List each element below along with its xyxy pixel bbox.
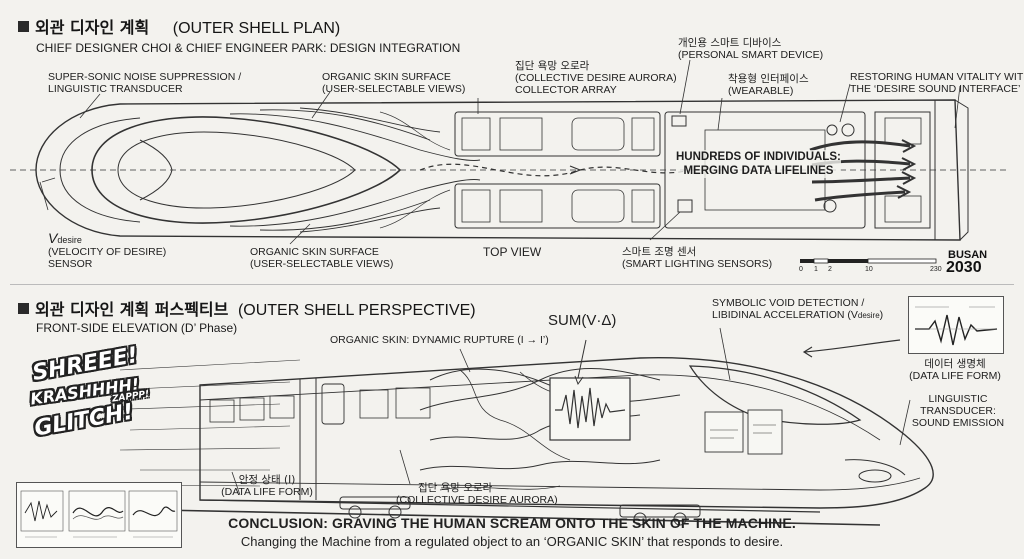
conclusion-subline: Changing the Machine from a regulated ob… xyxy=(240,534,784,549)
label-noise-suppression: SUPER-SONIC NOISE SUPPRESSION / LINGUIST… xyxy=(48,71,242,95)
section-divider xyxy=(10,284,1014,285)
bullet-square-icon xyxy=(18,303,29,314)
monitor-panel xyxy=(16,482,182,548)
brand-busan: BUSAN xyxy=(948,249,988,261)
scale-tick-10: 10 xyxy=(865,266,873,273)
label-symbolic-void: SYMBOLIC VOID DETECTION / LIBIDINAL ACCE… xyxy=(712,297,884,321)
brand-2030: 2030 xyxy=(946,259,982,276)
label-skin-top: ORGANIC SKIN SURFACE (USER-SELECTABLE VI… xyxy=(322,71,466,95)
label-restoring-vitality: RESTORING HUMAN VITALITY WITH THE ‘DESIR… xyxy=(850,71,1024,95)
perspective-title-ko: 외관 디자인 계획 퍼스펙티브 xyxy=(35,300,229,319)
scale-tick-0: 0 xyxy=(799,266,803,273)
conclusion-heading: CONCLUSION: GRAVING THE HUMAN SCREAM ONT… xyxy=(228,515,796,531)
data-life-form-panel xyxy=(908,296,1004,354)
perspective-title: 외관 디자인 계획 퍼스펙티브 (OUTER SHELL PERSPECTIVE… xyxy=(18,296,476,320)
plan-title: 외관 디자인 계획 (OUTER SHELL PLAN) xyxy=(18,14,340,38)
label-data-life-form: 데이터 생명체 (DATA LIFE FORM) xyxy=(909,358,1001,382)
scale-tick-1: 1 xyxy=(814,266,818,273)
monitor-charts-icon xyxy=(20,490,178,538)
label-aurora-collector: 집단 욕망 오로라 (COLLECTIVE DESIRE AURORA) COL… xyxy=(515,60,677,96)
bullet-square-icon xyxy=(18,21,29,32)
label-top-view: TOP VIEW xyxy=(483,245,542,259)
perspective-subtitle: FRONT-SIDE ELEVATION (D’ Phase) xyxy=(36,321,238,335)
label-linguistic-transducer: LINGUISTIC TRANSDUCER: SOUND EMISSION xyxy=(911,393,1005,429)
plan-subtitle: CHIEF DESIGNER CHOI & CHIEF ENGINEER PAR… xyxy=(36,41,461,55)
label-stable-state: 안정 상태 (I) (DATA LIFE FORM) xyxy=(221,474,313,498)
label-hundreds-individuals: HUNDREDS OF INDIVIDUALS: MERGING DATA LI… xyxy=(676,150,841,178)
plan-title-ko: 외관 디자인 계획 xyxy=(35,18,150,37)
label-sum-v-delta: SUM(V·Δ) xyxy=(548,312,617,329)
perspective-title-en: (OUTER SHELL PERSPECTIVE) xyxy=(237,302,476,319)
waveform-icon xyxy=(915,306,998,346)
label-skin-bottom: ORGANIC SKIN SURFACE (USER-SELECTABLE VI… xyxy=(250,246,394,270)
perspective-train-drawing xyxy=(99,327,934,526)
label-smart-device: 개인용 스마트 디바이스 (PERSONAL SMART DEVICE) xyxy=(678,37,824,61)
scale-tick-2: 2 xyxy=(828,266,832,273)
v-desire-symbol: Vdesire xyxy=(48,230,82,246)
label-smart-lighting: 스마트 조명 센서 (SMART LIGHTING SENSORS) xyxy=(622,246,773,270)
label-wearable: 착용형 인터페이스 (WEARABLE) xyxy=(728,73,809,97)
label-dynamic-rupture: ORGANIC SKIN: DYNAMIC RUPTURE (I → I’) xyxy=(330,334,549,346)
top-view-train-drawing xyxy=(10,59,1010,245)
label-v-desire-sensor: Vdesire (VELOCITY OF DESIRE) SENSOR xyxy=(48,230,167,270)
label-collective-aurora: 집단 욕망 오로라 (COLLECTIVE DESIRE AURORA) xyxy=(396,482,558,506)
scale-tick-230: 230 xyxy=(930,266,942,273)
scale-bar xyxy=(800,258,937,264)
plan-title-en: (OUTER SHELL PLAN) xyxy=(172,20,341,37)
